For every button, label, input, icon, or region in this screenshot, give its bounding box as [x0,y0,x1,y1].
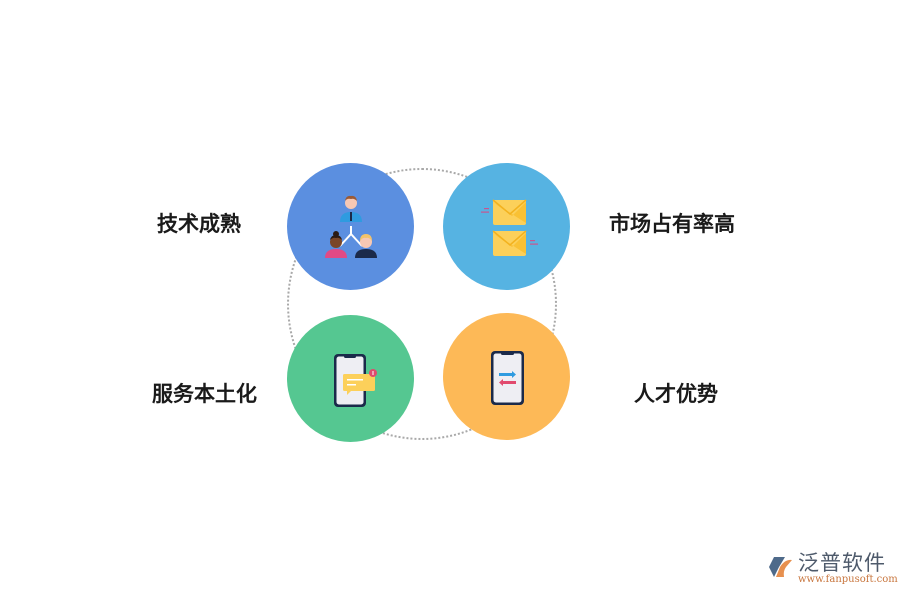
node-talent-advantage [443,313,570,440]
label-localized-service: 服务本土化 [152,382,257,406]
label-market-share: 市场占有率高 [609,212,735,236]
envelopes-icon [472,192,542,262]
fanpu-logo-icon [768,556,794,582]
phone-transfer-icon [472,342,542,412]
dotted-connector-ring [287,168,557,440]
watermark-name: 泛普软件 [798,551,886,575]
node-tech-mature [287,163,414,290]
node-localized-service [287,315,414,442]
node-market-share [443,163,570,290]
watermark-logo: 泛普软件 www.fanpusoft.com [768,552,898,586]
label-talent-advantage: 人才优势 [634,382,718,406]
phone-message-icon [316,344,386,414]
label-tech-mature: 技术成熟 [157,212,241,236]
watermark-url: www.fanpusoft.com [798,574,898,585]
team-hierarchy-icon [316,192,386,262]
